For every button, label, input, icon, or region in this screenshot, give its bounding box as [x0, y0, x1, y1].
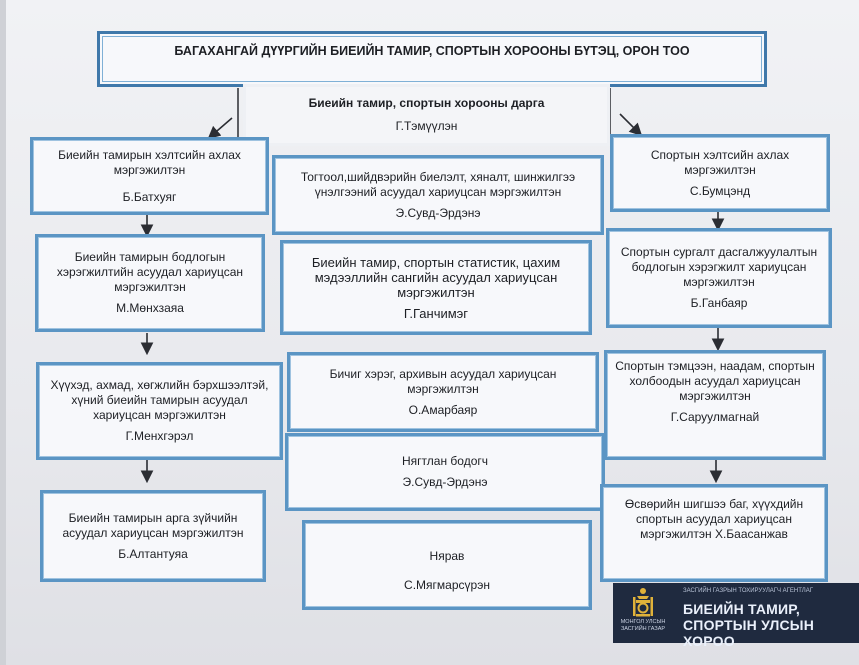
left-box-2: Биеийн тамирын бодлогын хэрэгжилтийн асу… — [35, 234, 265, 332]
center-role-5: Нярав — [429, 549, 465, 563]
center-name-3: О.Амарбаяр — [408, 402, 478, 417]
right-role-1: Спортын хэлтсийн ахлах мэргэжилтэн — [650, 147, 790, 177]
diagram-title: БАГАХАНГАЙ ДҮҮРГИЙН БИЕИЙН ТАМИР, СПОРТЫ… — [97, 31, 767, 87]
left-role-1: Биеийн тамирын хэлтсийн ахлах мэргэжилтэ… — [58, 148, 241, 177]
right-name-1: С.Бумцэнд — [689, 183, 751, 198]
left-name-1: Б.Батхуяг — [122, 190, 177, 204]
left-name-4: Б.Алтантуяа — [118, 546, 188, 561]
agency-title: БИЕИЙН ТАМИР, СПОРТЫН УЛСЫН ХОРОО — [683, 601, 814, 649]
arrow-head-to-left — [207, 117, 233, 140]
center-box-4: Нягтлан бодогч Э.Сувд-Эрдэнэ — [285, 433, 605, 511]
center-role-4: Нягтлан бодогч — [402, 454, 488, 468]
center-name-5: С.Мягмарсүрэн — [404, 578, 490, 592]
right-name-3: Г.Саруулмагнай — [670, 410, 760, 424]
agency-small-text: ЗАСГИЙН ГАЗРЫН ТОХИРУУЛАГЧ АГЕНТЛАГ — [683, 588, 813, 594]
center-role-2: Биеийн тамир, спортын статистик, цахим м… — [311, 254, 561, 300]
arrow-head-to-right — [619, 113, 643, 137]
head-name: Г.Тэмүүлэн — [395, 119, 458, 133]
center-name-4: Э.Сувд-Эрдэнэ — [402, 475, 488, 489]
monitor-edge — [0, 0, 6, 665]
right-box-3: Спортын тэмцээн, наадам, спортын холбоод… — [604, 350, 826, 460]
left-role-2: Биеийн тамирын бодлогын хэрэгжилтийн асу… — [56, 250, 244, 294]
left-box-3: Хүүхэд, ахмад, хөгжлийн бэрхшээлтэй, хүн… — [36, 362, 283, 460]
left-box-4: Биеийн тамирын арга зүйчийн асуудал хари… — [40, 490, 266, 582]
right-role-3: Спортын тэмцээн, наадам, спортын холбоод… — [615, 359, 815, 403]
head-role: Биеийн тамир, спортын хорооны дарга — [308, 96, 545, 110]
right-role-2: Спортын сургалт дасгалжуулалтын бодлогын… — [620, 245, 818, 289]
center-name-2: Г.Ганчимэг — [403, 305, 469, 321]
center-box-5: Нярав С.Мягмарсүрэн — [302, 520, 592, 610]
center-name-1: Э.Сувд-Эрдэнэ — [395, 205, 481, 220]
center-box-2: Биеийн тамир, спортын статистик, цахим м… — [280, 240, 592, 335]
title-text: БАГАХАНГАЙ ДҮҮРГИЙН БИЕИЙН ТАМИР, СПОРТЫ… — [174, 44, 690, 58]
right-name-2: Б.Ганбаяр — [690, 296, 748, 310]
right-box-4: Өсвөрийн шигшээ баг, хүүхдийн спортын ас… — [600, 484, 828, 582]
right-role-4: Өсвөрийн шигшээ баг, хүүхдийн спортын ас… — [624, 497, 804, 541]
center-box-3: Бичиг хэрэг, архивын асуудал хариуцсан м… — [287, 352, 599, 432]
left-name-3: Г.Менхгэрэл — [125, 429, 194, 443]
right-box-2: Спортын сургалт дасгалжуулалтын бодлогын… — [606, 228, 832, 328]
center-box-1: Тогтоол,шийдвэрийн биелэлт, хяналт, шинж… — [272, 155, 604, 235]
head-box: Биеийн тамир, спортын хорооны дарга Г.Тэ… — [243, 84, 610, 146]
soyombo-emblem-icon — [633, 588, 653, 617]
left-name-2: М.Мөнхзаяа — [116, 301, 184, 315]
center-role-3: Бичиг хэрэг, архивын асуудал хариуцсан м… — [329, 366, 557, 396]
left-role-4: Биеийн тамирын арга зүйчийн асуудал хари… — [62, 510, 244, 540]
agency-logo: МОНГОЛ УЛСЫН ЗАСГИЙН ГАЗАР ЗАСГИЙН ГАЗРЫ… — [613, 583, 859, 649]
center-role-1: Тогтоол,шийдвэрийн биелэлт, хяналт, шинж… — [300, 169, 576, 199]
left-role-3: Хүүхэд, ахмад, хөгжлийн бэрхшээлтэй, хүн… — [50, 378, 269, 422]
gov-caption: МОНГОЛ УЛСЫН ЗАСГИЙН ГАЗАР — [620, 619, 666, 632]
right-box-1: Спортын хэлтсийн ахлах мэргэжилтэн С.Бум… — [610, 134, 830, 212]
left-box-1: Биеийн тамирын хэлтсийн ахлах мэргэжилтэ… — [30, 137, 269, 215]
